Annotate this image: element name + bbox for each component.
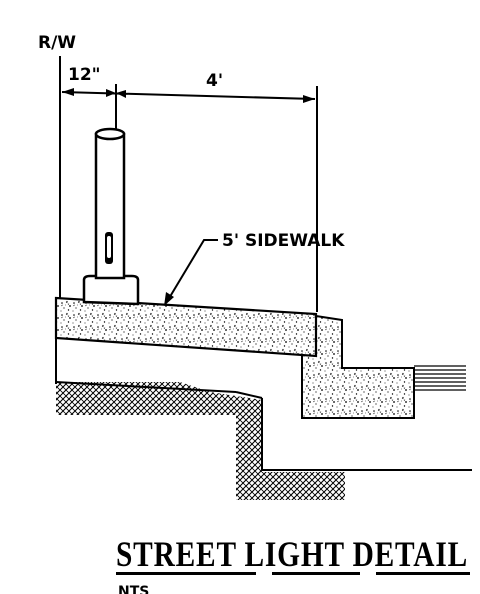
pole-base (82, 274, 140, 306)
dimension-4-feet: 4' (206, 71, 223, 91)
sidewalk-callout: 5' SIDEWALK (222, 231, 345, 251)
subbase-layer (56, 336, 472, 472)
dimension-12-inch: 12" (68, 65, 101, 85)
sidewalk-leader (167, 239, 218, 301)
scale-note: NTS (118, 584, 149, 594)
soil-hatch (56, 382, 345, 500)
sidewalk-slab (54, 296, 318, 358)
dimension-lines (59, 56, 318, 312)
curb-gutter (301, 314, 415, 419)
light-pole (94, 127, 126, 280)
row-label: R/W (38, 33, 76, 53)
title-underline (116, 572, 470, 575)
drawing-title: STREET LIGHT DETAIL (116, 534, 468, 574)
pavement-lines (414, 365, 466, 391)
subbase-outline (55, 381, 472, 471)
sidewalk-leader-arrow (164, 292, 174, 306)
dimension-arrows (62, 88, 315, 103)
